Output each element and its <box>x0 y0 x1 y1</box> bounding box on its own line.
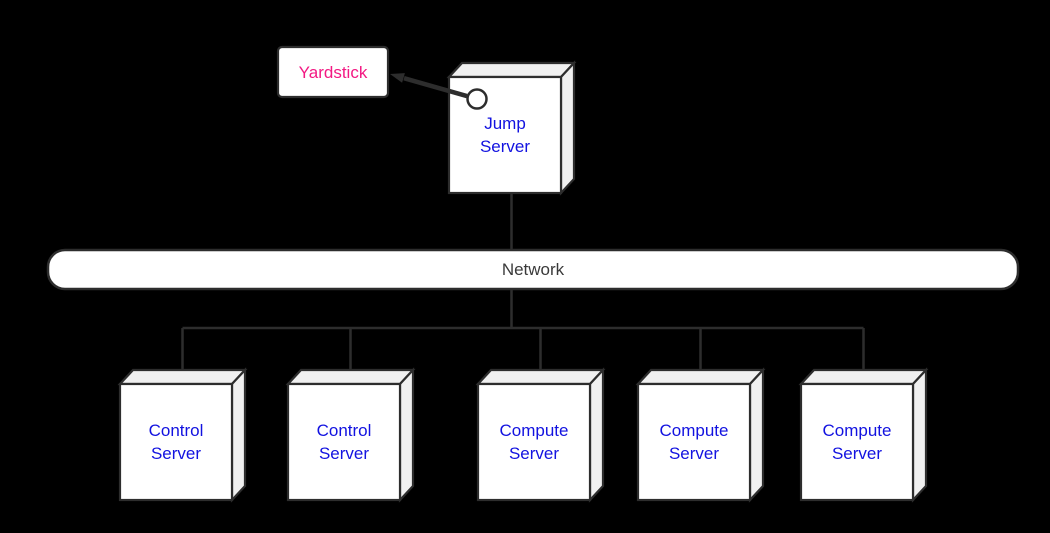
control-server-2-front-face <box>286 382 402 502</box>
control-server-1-front-face <box>118 382 234 502</box>
control-server-2-top-face <box>285 368 416 386</box>
compute-server-2-top-face <box>635 368 766 386</box>
control-server-1-top-face <box>117 368 248 386</box>
jump-server-top-face <box>446 61 577 79</box>
control-server-2-right-face <box>398 367 415 503</box>
compute-server-1-front-face <box>476 382 592 502</box>
port-circle-icon <box>466 88 488 110</box>
compute-server-2-node <box>635 367 766 503</box>
arrow-to-yardstick-icon <box>390 73 468 99</box>
arrow-head <box>390 73 405 83</box>
compute-server-3-node <box>798 367 929 503</box>
jump-server-front-face <box>447 75 563 195</box>
control-server-2-node <box>285 367 416 503</box>
compute-server-1-right-face <box>588 367 605 503</box>
jump-server-right-face <box>559 60 576 196</box>
connector-lines <box>181 193 865 372</box>
compute-server-2-front-face <box>636 382 752 502</box>
compute-server-3-front-face <box>799 382 915 502</box>
control-server-1-node <box>117 367 248 503</box>
jump-server-node <box>446 60 577 196</box>
compute-server-1-top-face <box>475 368 606 386</box>
arrow-shaft <box>403 76 468 99</box>
control-server-1-right-face <box>230 367 247 503</box>
compute-server-1-node <box>475 367 606 503</box>
compute-server-3-top-face <box>798 368 929 386</box>
network-pill <box>46 248 1020 291</box>
compute-server-3-right-face <box>911 367 928 503</box>
compute-server-2-right-face <box>748 367 765 503</box>
yardstick-note-box <box>276 45 390 99</box>
